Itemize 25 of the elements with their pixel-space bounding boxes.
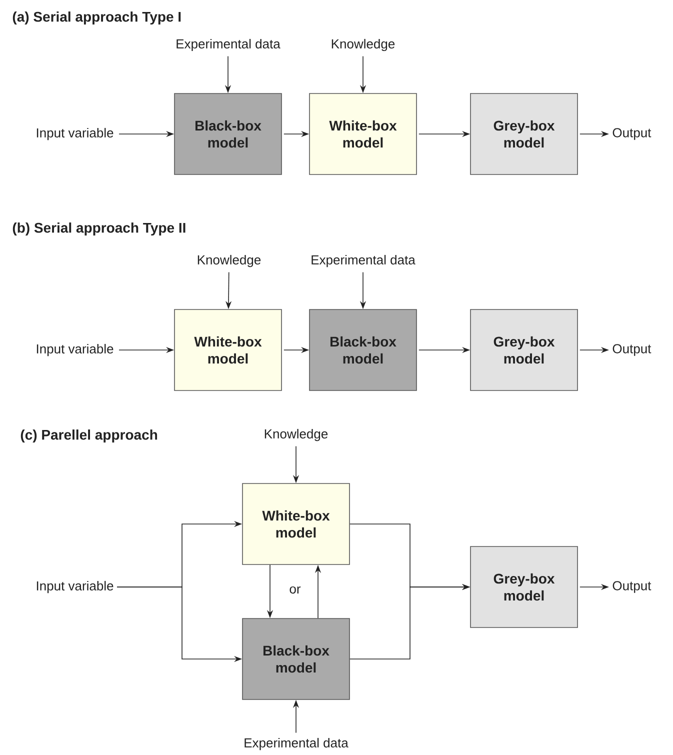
- connector-label: or: [290, 586, 301, 594]
- model-box: White-box model: [174, 309, 282, 391]
- input-label: Input variable: [36, 580, 114, 594]
- section-heading: (b) Serial approach Type II: [12, 222, 186, 236]
- input-label: Knowledge: [198, 254, 261, 268]
- input-label: Experimental data: [176, 38, 280, 52]
- model-box: White-box model: [309, 93, 417, 175]
- model-box: Grey-box model: [470, 309, 578, 391]
- section-heading: (a) Serial approach Type I: [12, 11, 181, 25]
- model-box: Black-box model: [174, 93, 282, 175]
- model-box: Black-box model: [309, 309, 417, 391]
- output-label: Output: [612, 128, 652, 140]
- input-label: Input variable: [36, 128, 114, 140]
- output-label: Output: [612, 344, 652, 356]
- input-label: Experimental data: [312, 254, 416, 268]
- input-label: Knowledge: [332, 38, 395, 52]
- model-box: White-box model: [242, 483, 350, 565]
- model-box: Grey-box model: [470, 93, 578, 175]
- section-heading: (c) Parellel approach: [20, 429, 158, 443]
- output-label: Output: [612, 581, 652, 593]
- input-label: Knowledge: [264, 428, 328, 442]
- input-label: Input variable: [36, 344, 114, 356]
- model-box: Grey-box model: [470, 546, 578, 628]
- model-box: Black-box model: [242, 618, 350, 700]
- input-label: Experimental data: [244, 738, 348, 750]
